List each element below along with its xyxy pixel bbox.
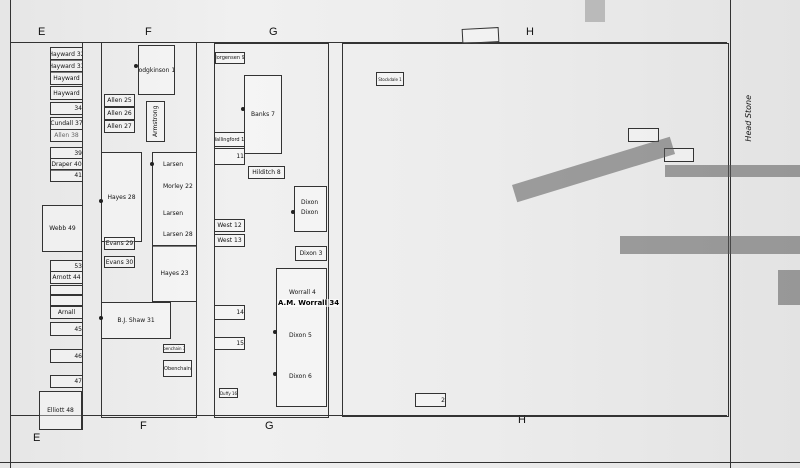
plot[interactable]: Allen 27 bbox=[104, 120, 135, 133]
marker-dot bbox=[291, 210, 295, 214]
plot[interactable]: B.J. Shaw 31 bbox=[101, 302, 171, 339]
plot[interactable]: Arnott 44 bbox=[50, 271, 83, 284]
plot[interactable]: 45 bbox=[50, 322, 83, 336]
plot[interactable]: Dixon 3 bbox=[295, 246, 327, 261]
plot[interactable] bbox=[50, 295, 83, 306]
section-e-label-top: E bbox=[38, 26, 46, 38]
plot[interactable]: West 12 bbox=[214, 219, 245, 232]
section-f-label-bottom: F bbox=[140, 420, 147, 432]
plot[interactable]: Allen 25 bbox=[104, 94, 135, 107]
plot[interactable]: Arnall bbox=[50, 306, 83, 319]
plot-group: Dixon Dixon bbox=[294, 186, 327, 232]
plot[interactable]: Banks 7 bbox=[244, 75, 282, 154]
plot-group: Worrall 4 A.M. Worrall 34 Dixon 5 Dixon … bbox=[276, 268, 340, 407]
plot[interactable]: Allen 26 bbox=[104, 107, 135, 120]
tape-strip bbox=[778, 270, 800, 305]
plot[interactable]: 46 bbox=[50, 349, 83, 363]
plot[interactable]: Hayes 28 bbox=[101, 152, 142, 242]
section-h bbox=[342, 43, 729, 417]
plot[interactable]: Jorgensen 9 bbox=[215, 52, 245, 64]
section-h-label-top: H bbox=[526, 26, 534, 38]
section-h-label-bottom: H bbox=[518, 414, 526, 426]
plot[interactable] bbox=[461, 27, 500, 44]
plot[interactable]: Hayes 23 bbox=[152, 245, 197, 302]
plot[interactable]: Wallingford 10 bbox=[214, 132, 245, 147]
plot[interactable]: 47 bbox=[50, 375, 83, 388]
plot[interactable]: Allen 38 bbox=[50, 129, 83, 142]
plot[interactable] bbox=[50, 285, 83, 295]
section-g-label-top: G bbox=[269, 26, 278, 38]
plot-label[interactable]: Morley 22 bbox=[163, 183, 193, 190]
plot[interactable]: 2 bbox=[415, 393, 446, 407]
plot[interactable]: Evans 29 bbox=[104, 237, 135, 250]
marker-dot bbox=[241, 107, 245, 111]
plot[interactable]: Draper 40 bbox=[50, 158, 83, 171]
tape-strip bbox=[620, 236, 800, 254]
plot-label[interactable]: Dixon bbox=[301, 209, 319, 216]
plot[interactable]: Stockdale 1 bbox=[376, 72, 404, 86]
right-border-line bbox=[730, 0, 731, 468]
bottom-border-line bbox=[10, 415, 727, 416]
plot-group: Larsen Morley 22 Larsen Larsen 28 bbox=[152, 152, 197, 247]
plot[interactable]: Hayward bbox=[50, 86, 83, 100]
plot[interactable]: Hayward 33 bbox=[50, 59, 83, 73]
plot-label-am-worrall[interactable]: A.M. Worrall 34 bbox=[278, 299, 340, 307]
plot-label[interactable]: Dixon 5 bbox=[289, 332, 312, 339]
plot-label[interactable]: Worrall 4 bbox=[289, 289, 316, 296]
plot[interactable]: Duffy 16 bbox=[219, 388, 238, 398]
plot[interactable]: Armstrong bbox=[146, 101, 165, 142]
plot[interactable]: Hodgkinson 17 bbox=[138, 45, 175, 95]
left-border-line bbox=[10, 0, 11, 468]
plot[interactable]: Webb 49 bbox=[42, 205, 83, 252]
plot[interactable]: Hayward bbox=[50, 71, 83, 85]
plot[interactable]: 14 bbox=[214, 305, 245, 320]
plot[interactable]: 11 bbox=[214, 148, 245, 165]
tape-strip bbox=[665, 165, 800, 177]
marker-dot bbox=[99, 199, 103, 203]
marker-dot bbox=[134, 64, 138, 68]
tape-strip bbox=[585, 0, 605, 22]
plot[interactable]: Hilditch 8 bbox=[248, 166, 285, 179]
plot[interactable]: 15 bbox=[214, 337, 245, 350]
section-f-label-top: F bbox=[145, 26, 152, 38]
plot[interactable]: Obenchain 32 bbox=[163, 344, 185, 353]
plot[interactable]: Elliott 48 bbox=[39, 391, 82, 430]
plot[interactable]: West 13 bbox=[214, 234, 245, 247]
head-stone-note: Head Stone bbox=[744, 95, 753, 142]
plot[interactable]: Hayward 32 bbox=[50, 47, 83, 61]
section-e-label-bottom: E bbox=[33, 432, 41, 444]
base-line bbox=[0, 462, 800, 463]
plot[interactable] bbox=[628, 128, 659, 142]
plot[interactable]: 41 bbox=[50, 169, 83, 182]
plot-label[interactable]: Larsen bbox=[163, 161, 184, 168]
marker-dot bbox=[99, 316, 103, 320]
plot-label[interactable]: Larsen bbox=[163, 210, 184, 217]
plot-label[interactable]: Larsen 28 bbox=[163, 231, 193, 238]
marker-dot bbox=[273, 330, 277, 334]
marker-dot bbox=[273, 372, 277, 376]
marker-dot bbox=[150, 162, 154, 166]
plot[interactable]: Obenchain bbox=[163, 360, 192, 377]
section-g-label-bottom: G bbox=[265, 420, 274, 432]
top-border-line bbox=[10, 42, 727, 43]
plot[interactable]: 34 bbox=[50, 102, 83, 115]
plot[interactable]: Evans 30 bbox=[104, 256, 135, 268]
plot-label[interactable]: Dixon bbox=[301, 199, 319, 206]
plot-label[interactable]: Dixon 6 bbox=[289, 373, 312, 380]
